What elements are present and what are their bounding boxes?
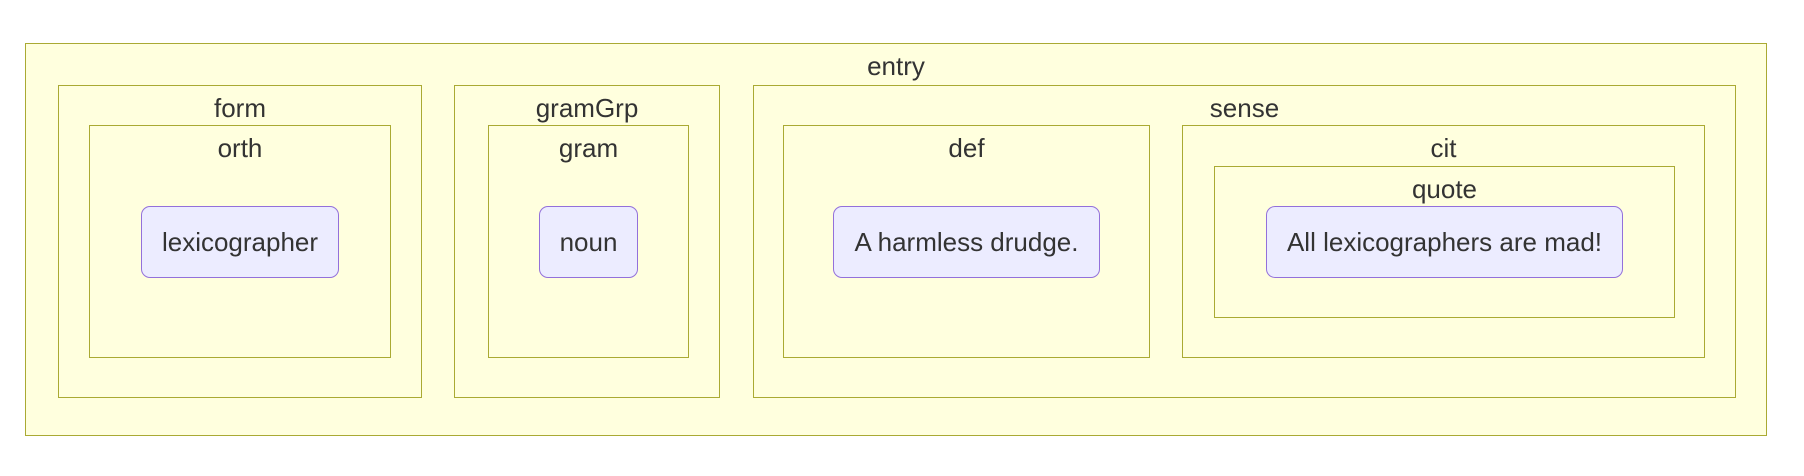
cluster-sense: sense def A harmless drudge. cit quote A… — [753, 85, 1736, 398]
cluster-form: form orth lexicographer — [58, 85, 422, 398]
cluster-label-cit: cit — [1430, 133, 1457, 163]
cluster-gramgrp: gramGrp gram noun — [454, 85, 720, 398]
cluster-label-form: form — [214, 93, 266, 123]
cluster-label-gramgrp: gramGrp — [535, 93, 639, 123]
cluster-cit: cit quote All lexicographers are mad! — [1182, 125, 1705, 358]
cluster-label-quote: quote — [1411, 174, 1478, 204]
node-quote: All lexicographers are mad! — [1265, 206, 1624, 278]
cluster-def: def A harmless drudge. — [783, 125, 1150, 358]
cluster-entry: entry form orth lexicographer gramGrp gr… — [25, 43, 1767, 436]
cluster-gram: gram noun — [488, 125, 689, 358]
cluster-label-def: def — [948, 133, 985, 163]
cluster-orth: orth lexicographer — [89, 125, 391, 358]
cluster-label-sense: sense — [1209, 93, 1280, 123]
cluster-label-gram: gram — [558, 133, 619, 163]
node-def: A harmless drudge. — [833, 205, 1100, 278]
node-noun: noun — [538, 205, 639, 278]
node-lexicographer: lexicographer — [140, 205, 340, 278]
cluster-quote: quote All lexicographers are mad! — [1214, 166, 1675, 318]
cluster-label-orth: orth — [217, 133, 263, 163]
cluster-label-entry: entry — [867, 51, 925, 81]
